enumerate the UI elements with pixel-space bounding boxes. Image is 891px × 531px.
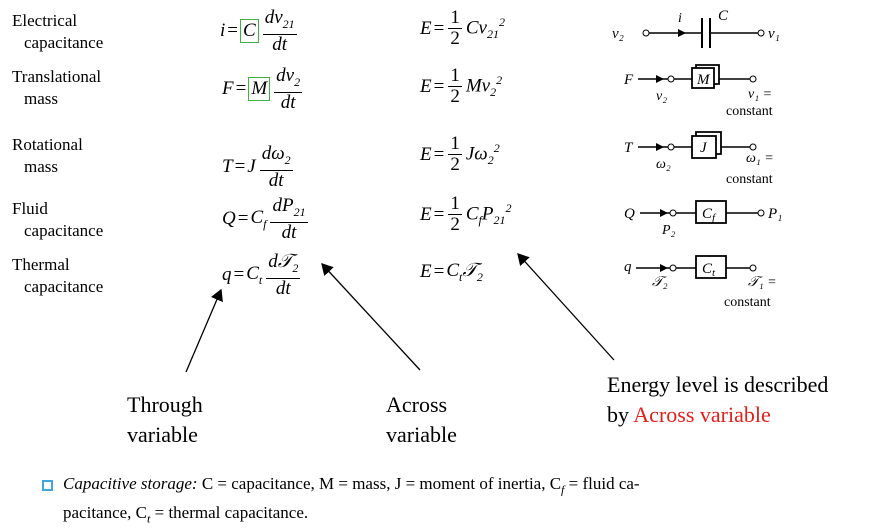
- label-line-2: mass: [24, 157, 58, 176]
- svg-text:𝒯₁ =: 𝒯₁ =: [748, 275, 777, 290]
- inertia-diagram: T ω₂ J ω₁ = constant: [624, 131, 774, 187]
- energy-thermal: E= Ct𝒯2: [420, 260, 483, 284]
- svg-text:F: F: [623, 72, 634, 88]
- label-line-1: Thermal: [12, 255, 70, 274]
- svg-text:ω₂: ω₂: [656, 157, 671, 172]
- through-arrow: [185, 288, 223, 373]
- highlight-box: C: [240, 19, 259, 44]
- label-line-1: Rotational: [12, 135, 83, 154]
- svg-text:𝒯₂: 𝒯₂: [652, 275, 668, 290]
- caption: Capacitive storage: C = capacitance, M =…: [42, 472, 640, 531]
- energy-level-note: Energy level is described by Across vari…: [607, 372, 829, 427]
- across-variable-note: Across variable: [386, 392, 457, 447]
- label-line-1: Electrical: [12, 11, 78, 30]
- svg-text:M: M: [696, 72, 711, 88]
- svg-text:constant: constant: [726, 104, 773, 119]
- row-fluid-label: Fluid capacitance: [12, 198, 103, 242]
- mass-diagram: F v₂ M v₁ = constant: [623, 64, 773, 119]
- svg-text:v₂: v₂: [612, 26, 624, 42]
- capacitor-diagram: v₂ i C v₁: [612, 8, 780, 48]
- svg-text:ω₁ =: ω₁ =: [746, 151, 774, 166]
- row-translational-label: Translational mass: [12, 66, 101, 110]
- element-diagrams: v₂ i C v₁ F v₂ M v₁ = constant T ω₂: [612, 8, 782, 310]
- svg-text:Ct: Ct: [702, 261, 716, 279]
- energy-arrow: [517, 253, 615, 361]
- across-arrow: [321, 263, 421, 371]
- row-rotational-label: Rotational mass: [12, 134, 83, 178]
- label-line-2: capacitance: [24, 33, 104, 52]
- svg-text:Cf: Cf: [702, 206, 717, 224]
- svg-text:v₁: v₁: [768, 26, 780, 42]
- svg-text:P₂: P₂: [661, 223, 676, 238]
- svg-text:i: i: [678, 11, 682, 26]
- svg-text:C: C: [718, 8, 729, 24]
- svg-text:J: J: [700, 140, 708, 156]
- row-electrical-label: Electrical capacitance: [12, 10, 103, 54]
- through-variable-note: Through variable: [127, 392, 203, 447]
- svg-text:T: T: [624, 140, 634, 156]
- svg-text:v₁ =: v₁ =: [748, 87, 772, 102]
- label-line-2: capacitance: [24, 277, 104, 296]
- thermal-capacitor-diagram: q 𝒯₂ Ct 𝒯₁ = constant: [624, 255, 777, 310]
- highlight-box: M: [248, 77, 271, 102]
- label-line-1: Translational: [12, 67, 102, 86]
- label-line-2: capacitance: [24, 221, 104, 240]
- label-line-2: mass: [24, 89, 58, 108]
- svg-text:P₁: P₁: [767, 206, 782, 222]
- fluid-capacitor-diagram: Q P₂ Cf P₁: [624, 200, 782, 238]
- svg-text:constant: constant: [724, 295, 771, 310]
- svg-text:q: q: [624, 259, 632, 275]
- svg-text:constant: constant: [726, 172, 773, 187]
- svg-text:v₂: v₂: [656, 89, 667, 104]
- row-thermal-label: Thermal capacitance: [12, 254, 103, 298]
- label-line-1: Fluid: [12, 199, 48, 218]
- svg-text:Q: Q: [624, 206, 635, 222]
- bullet-icon: [42, 479, 53, 491]
